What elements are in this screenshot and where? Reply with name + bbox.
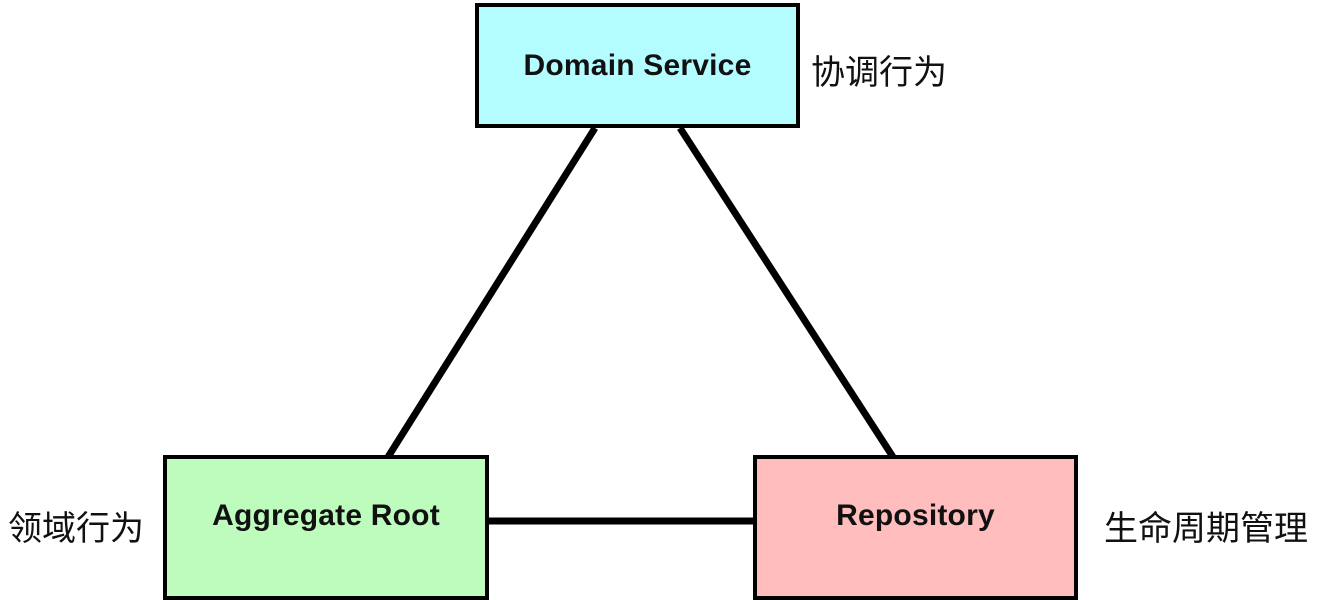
annotation-lifecycle-management: 生命周期管理	[1104, 510, 1308, 548]
diagram-canvas: Domain Service Aggregate Root Repository…	[8, 3, 1308, 600]
node-domain-service-label: Domain Service	[523, 48, 752, 82]
edge-layer	[385, 126, 896, 525]
edge-domain-service-aggregate-root	[385, 126, 598, 459]
node-aggregate-root[interactable]: Aggregate Root	[163, 455, 489, 600]
annotation-domain-behavior: 领域行为	[8, 510, 144, 548]
edge-domain-service-repository	[677, 126, 896, 459]
node-repository[interactable]: Repository	[753, 455, 1078, 600]
node-domain-service[interactable]: Domain Service	[475, 3, 800, 128]
node-aggregate-root-label: Aggregate Root	[212, 498, 440, 532]
node-repository-label: Repository	[836, 498, 995, 532]
annotation-coordinate-behavior: 协调行为	[811, 54, 947, 92]
